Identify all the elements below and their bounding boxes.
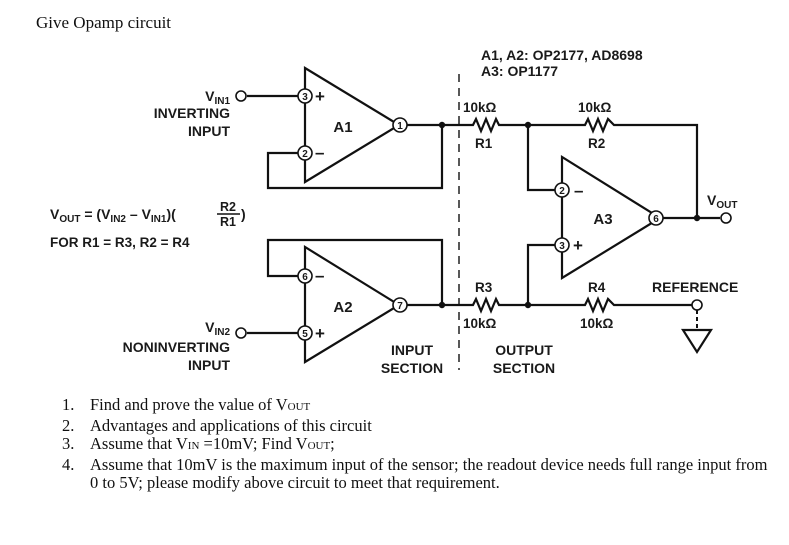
- part-note-line2: A3: OP1177: [481, 63, 558, 79]
- a1-pin3-label: 3: [302, 92, 308, 103]
- a1-pin2: [297, 145, 313, 161]
- a1-label: A1: [333, 119, 352, 136]
- output-section-line1: OUTPUT: [495, 342, 553, 358]
- question-number: 4.: [62, 454, 75, 474]
- junction-dot: [438, 121, 446, 129]
- vin2-label: VIN2: [205, 319, 230, 338]
- question-item: 1. Find and prove the value of VOUT: [62, 395, 777, 417]
- a2-pin6: [297, 268, 313, 284]
- plus-sign: +: [573, 236, 583, 255]
- a2-pin7: [392, 297, 408, 313]
- minus-sign: –: [574, 181, 583, 200]
- question-item: 3. Assume that VIN =10mV; Find VOUT;: [62, 434, 777, 456]
- question-list: 1. Find and prove the value of VOUT 2. A…: [62, 395, 777, 493]
- resistor-r2: [528, 116, 699, 218]
- r4-label: R4: [588, 280, 606, 295]
- vout-terminal: [720, 212, 732, 224]
- vin1-terminal: [235, 90, 247, 102]
- resistor-r1: [470, 116, 528, 134]
- a3-pin3: [554, 237, 570, 253]
- junction-dot: [438, 301, 446, 309]
- question-number: 3.: [62, 434, 75, 454]
- a3-pin2: [554, 182, 570, 198]
- minus-sign: –: [315, 143, 324, 162]
- subscript: IN: [187, 440, 200, 453]
- input-section-line1: INPUT: [391, 342, 433, 358]
- a1-pin2-label: 2: [302, 149, 308, 160]
- part-note-line1: A1, A2: OP2177, AD8698: [481, 47, 643, 63]
- a3-label: A3: [593, 211, 612, 228]
- r2-value: 10kΩ: [578, 100, 612, 115]
- reference-label: REFERENCE: [652, 279, 738, 295]
- a2-pin5-label: 5: [302, 329, 308, 340]
- a2-pin7-label: 7: [397, 301, 403, 312]
- a3-pin2-label: 2: [559, 186, 565, 197]
- reference-terminal: [691, 299, 703, 311]
- question-text: Advantages and applications of this circ…: [90, 415, 372, 435]
- vin2-desc-line2: INPUT: [188, 357, 230, 373]
- gain-formula: VOUT = (VIN2 – VIN1)( R2 R1 ) FOR R1 = R…: [50, 200, 246, 250]
- r1-label: R1: [475, 136, 493, 151]
- instrumentation-amplifier-diagram: .w{stroke:#111;stroke-width:2.2;fill:non…: [50, 47, 738, 376]
- junction-dot: [693, 214, 701, 222]
- r4-value: 10kΩ: [580, 316, 614, 331]
- r2-label: R2: [588, 136, 605, 151]
- vout-label: VOUT: [707, 192, 737, 211]
- a3-pin6-label: 6: [653, 214, 659, 225]
- question-text-end: ;: [330, 434, 335, 454]
- formula-condition: FOR R1 = R3, R2 = R4: [50, 235, 190, 250]
- formula-close: ): [241, 206, 246, 222]
- formula-text: VOUT = (VIN2 – VIN1)(: [50, 206, 176, 225]
- question-number: 2.: [62, 415, 75, 435]
- r1-value: 10kΩ: [463, 100, 497, 115]
- subscript: OUT: [287, 401, 311, 413]
- r3-label: R3: [475, 280, 493, 295]
- page-title: Give Opamp circuit: [36, 13, 172, 32]
- question-item: 4. Assume that 10mV is the maximum input…: [62, 454, 777, 493]
- vin1-desc-line2: INPUT: [188, 123, 230, 139]
- r3-value: 10kΩ: [463, 316, 497, 331]
- a2-pin5: [297, 325, 313, 341]
- question-item: 2. Advantages and applications of this c…: [62, 415, 777, 436]
- minus-sign: –: [315, 266, 324, 285]
- fraction-denominator: R1: [220, 215, 236, 229]
- input-section-line2: SECTION: [381, 360, 443, 376]
- question-text-tail: =10mV; Find V: [199, 434, 308, 454]
- a3-pin3-label: 3: [559, 241, 565, 252]
- a3-pin6: [648, 210, 664, 226]
- fraction-numerator: R2: [220, 200, 236, 214]
- question-number: 1.: [62, 395, 75, 414]
- a1-pin1: [392, 117, 408, 133]
- a1-pin3: [297, 88, 313, 104]
- resistor-r3: [470, 296, 528, 314]
- opamp-a3: [560, 155, 720, 280]
- question-text: Find and prove the value of V: [90, 395, 288, 414]
- plus-sign: +: [315, 324, 325, 343]
- opamp-a1: [247, 66, 470, 190]
- subscript: OUT: [307, 440, 331, 453]
- vin1-label: VIN1: [205, 88, 230, 107]
- a2-label: A2: [333, 299, 352, 316]
- plus-sign: +: [315, 87, 325, 106]
- a2-pin6-label: 6: [302, 272, 308, 283]
- resistor-r4: [528, 296, 692, 314]
- vin2-terminal: [235, 327, 247, 339]
- vin2-desc-line1: NONINVERTING: [123, 339, 230, 355]
- question-text: Assume that V: [90, 434, 188, 454]
- a1-pin1-label: 1: [397, 121, 403, 132]
- output-section-line2: SECTION: [493, 360, 555, 376]
- question-text: Assume that 10mV is the maximum input of…: [90, 454, 768, 493]
- ground-icon: [680, 328, 714, 355]
- vin1-desc-line1: INVERTING: [154, 105, 230, 121]
- opamp-a2: [247, 238, 470, 364]
